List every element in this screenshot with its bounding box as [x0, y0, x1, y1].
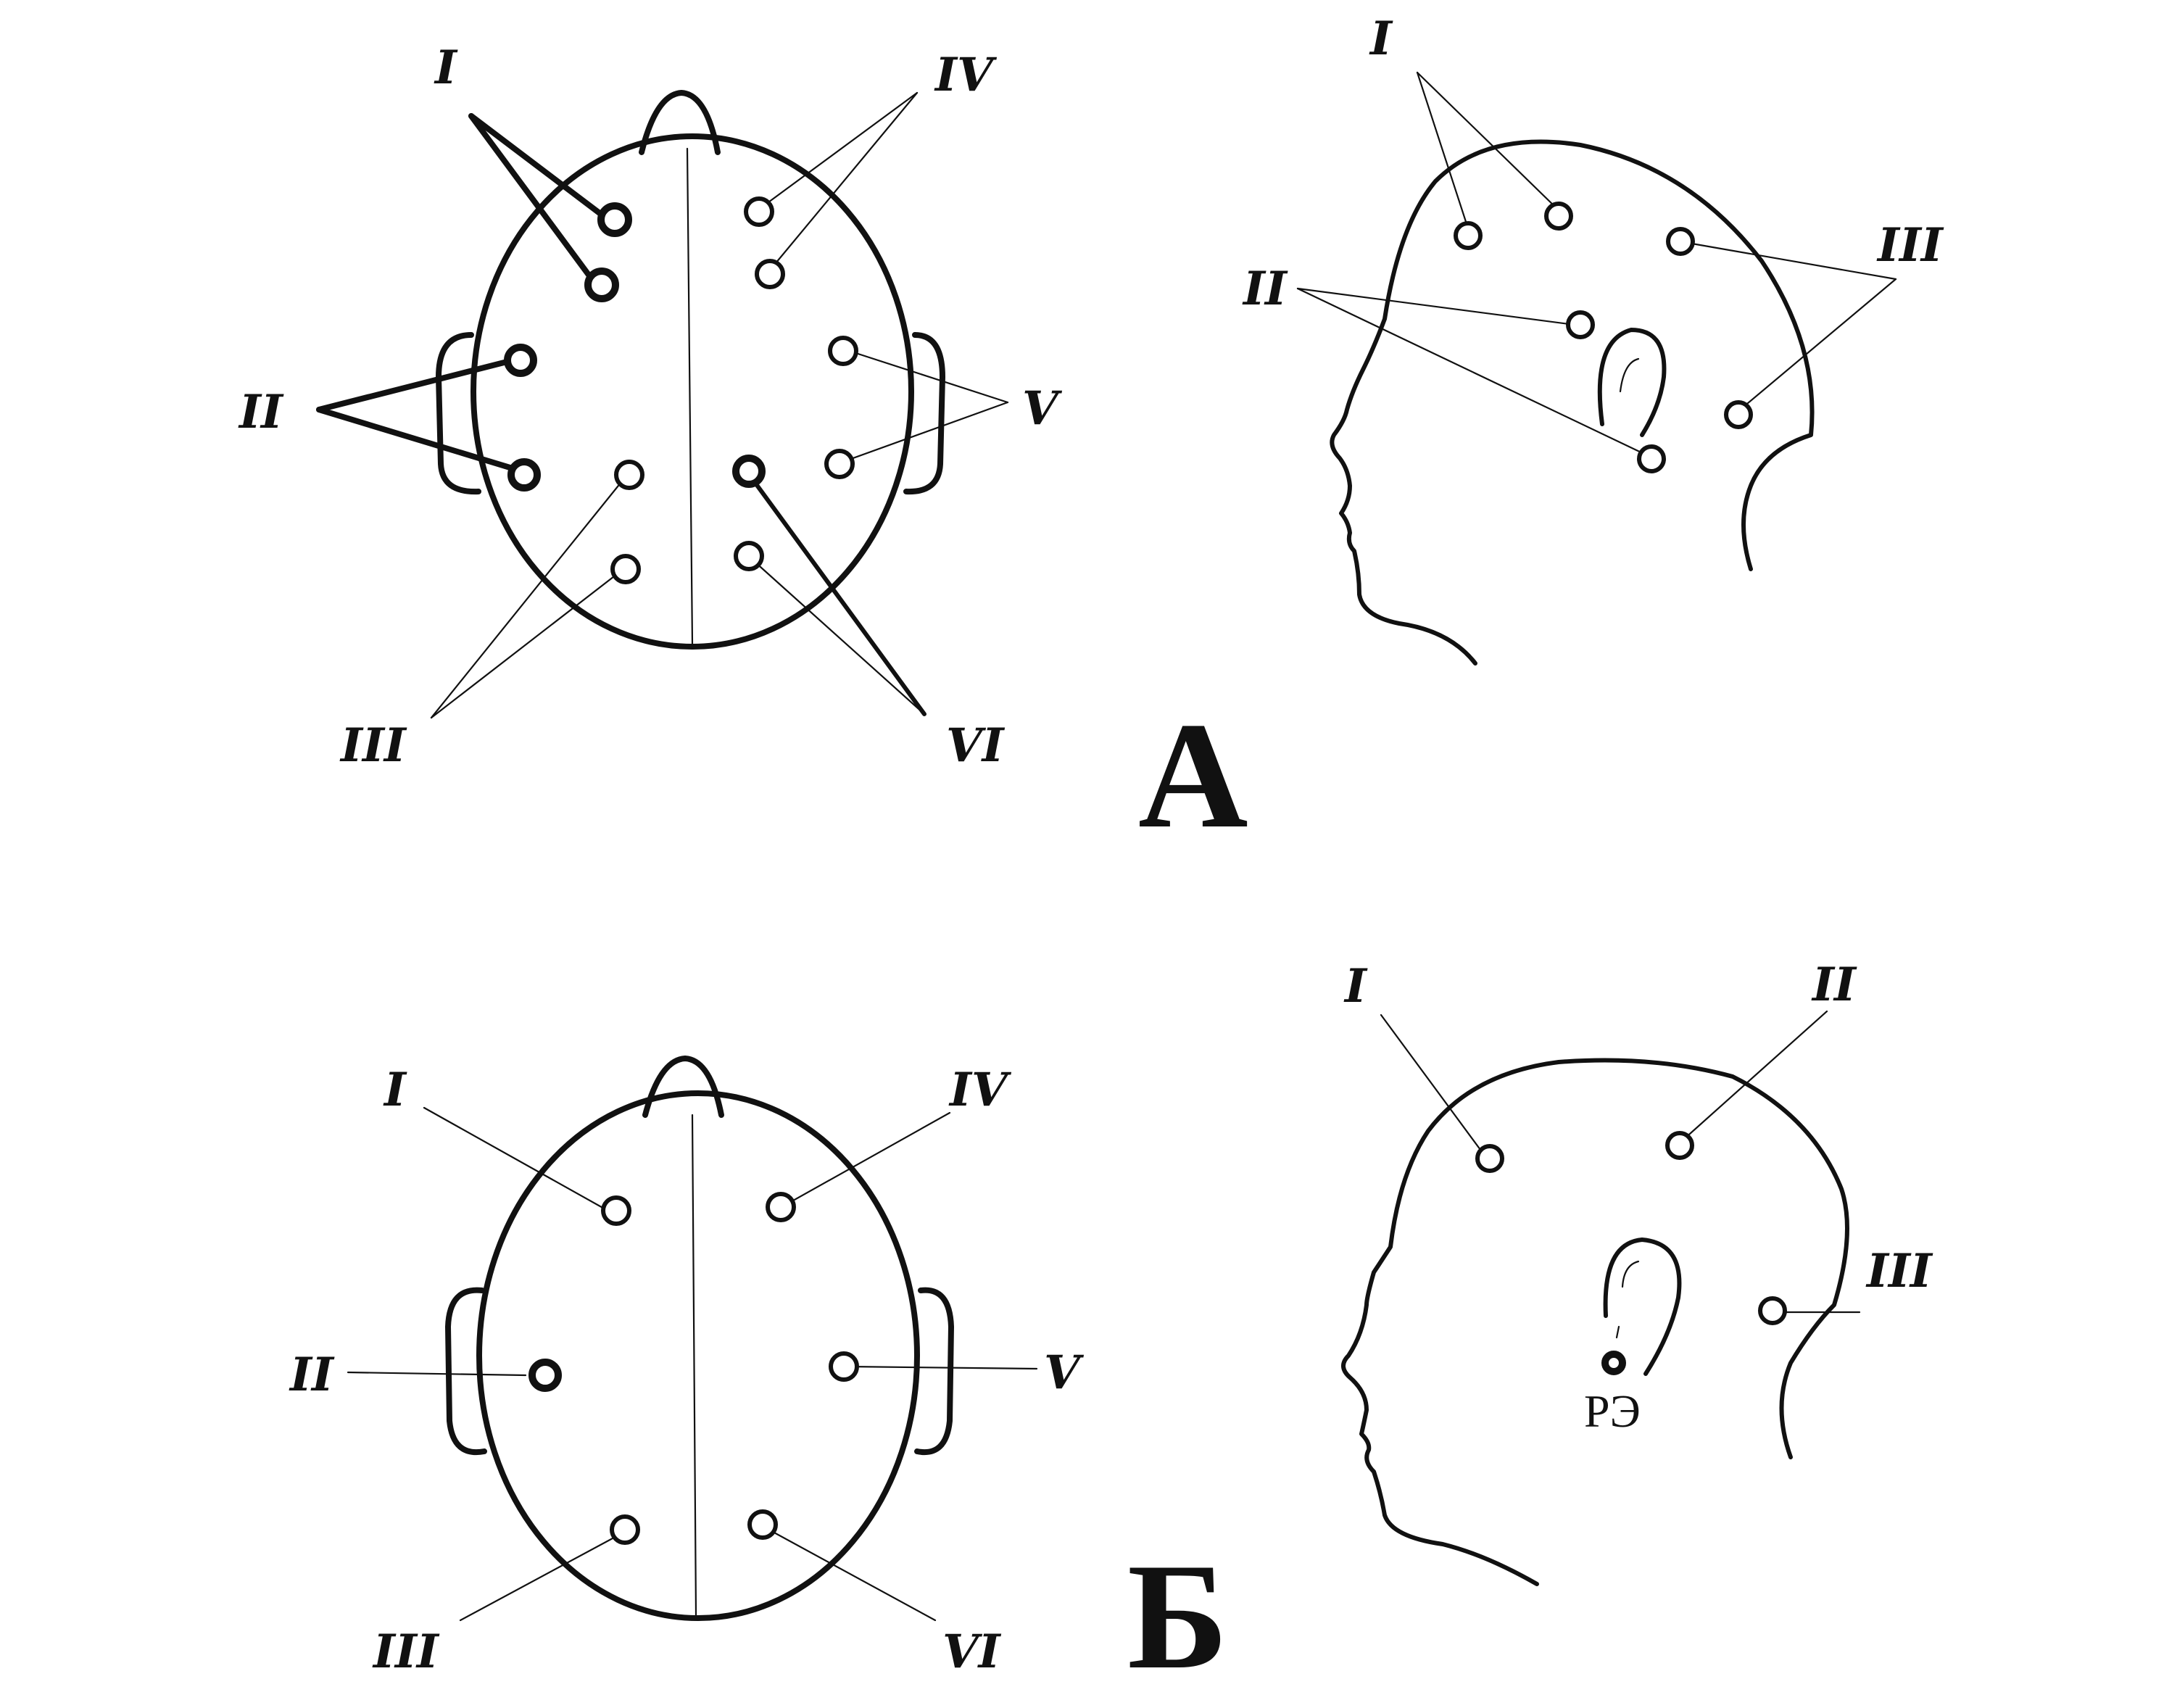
lead-label-ii: II: [1811, 958, 1857, 1012]
ear-tick: [1615, 1325, 1620, 1339]
lead-label-i: I: [1343, 959, 1368, 1013]
electrode: [1665, 1131, 1694, 1160]
lead-line: [843, 348, 1009, 404]
lead-label-ii: II: [1242, 262, 1288, 316]
lead-line: [1296, 287, 1649, 457]
electrode: [828, 336, 858, 366]
lead-line: [1296, 287, 1576, 326]
lead-label-i: I: [434, 41, 458, 95]
lead-line: [430, 568, 625, 719]
lead-label-vi: VI: [942, 1625, 1002, 1679]
electrode: [528, 1359, 562, 1392]
lead-label-iii: III: [1876, 218, 1944, 273]
lead-line: [745, 553, 926, 716]
electrode-bold: [732, 455, 766, 488]
head-profile-outline: [1330, 139, 1815, 666]
midline: [691, 1114, 697, 1617]
lead-line: [756, 91, 919, 212]
lead-label-vi: VI: [946, 718, 1006, 773]
reference-electrode-label: РЭ: [1584, 1385, 1641, 1437]
right-ear-outline: [914, 1287, 954, 1456]
lead-label-iv: IV: [948, 1063, 1012, 1117]
electrode: [824, 449, 855, 479]
lead-line: [430, 473, 629, 719]
electrode: [747, 1509, 778, 1540]
lead-line: [468, 113, 608, 220]
lead-label-iii: III: [1865, 1244, 1933, 1298]
electrode: [597, 202, 632, 237]
electrode: [610, 1514, 640, 1545]
electrode: [1544, 202, 1573, 231]
electrode: [1724, 400, 1753, 429]
midline: [686, 147, 694, 645]
electrode: [766, 1192, 796, 1222]
electrode: [1454, 221, 1483, 250]
head-outline: [470, 133, 914, 650]
lead-line: [316, 356, 521, 413]
electrode-bold: [507, 458, 541, 492]
panel-letter-a: А: [1138, 692, 1248, 860]
panel-a-side-view: I II III: [1242, 12, 1944, 666]
lead-line: [1380, 1013, 1484, 1154]
electrode: [614, 460, 644, 490]
lead-label-v: V: [1044, 1346, 1085, 1400]
electrode: [734, 541, 764, 571]
lead-line: [1416, 71, 1469, 230]
panel-letter-b: Б: [1127, 1533, 1228, 1701]
lead-label-iii: III: [339, 718, 407, 773]
electrode: [601, 1195, 631, 1226]
panel-b-top-view: I II III IV V VI: [289, 1056, 1085, 1679]
electrode: [1637, 444, 1666, 473]
electrode: [755, 259, 785, 289]
lead-label-iv: IV: [934, 48, 998, 102]
lead-label-iii: III: [372, 1625, 440, 1679]
lead-line: [745, 469, 926, 716]
lead-line: [1686, 241, 1897, 281]
lead-label-i: I: [1369, 12, 1393, 66]
electrode: [584, 268, 619, 302]
lead-line: [767, 91, 919, 273]
lead-line: [316, 407, 525, 474]
ear-inner: [1619, 357, 1640, 393]
lead-line: [763, 1526, 937, 1622]
lead-line: [1682, 1010, 1828, 1141]
left-ear-outline: [436, 332, 481, 495]
lead-label-ii: II: [238, 385, 284, 439]
electrode: [1566, 310, 1595, 339]
electrode-bold: [504, 344, 537, 377]
lead-line: [845, 1365, 1038, 1370]
right-ear-outline: [903, 332, 945, 495]
head-profile-outline: [1341, 1058, 1849, 1586]
lead-label-i: I: [383, 1063, 407, 1117]
lead-line: [347, 1371, 527, 1377]
electrode: [744, 196, 774, 227]
lead-label-ii: II: [289, 1348, 335, 1402]
lead-line: [423, 1106, 607, 1211]
electrode: [1666, 227, 1695, 256]
electrode: [829, 1351, 859, 1382]
electrode: [1475, 1144, 1504, 1173]
electrode: [610, 554, 641, 584]
head-outline: [476, 1090, 920, 1621]
panel-b-side-view: I II III РЭ: [1341, 958, 1933, 1586]
ear-outline: [1597, 328, 1667, 437]
nose-outline: [642, 1056, 724, 1118]
panel-a-top-view: I II III IV V VI: [238, 41, 1063, 773]
lead-line: [780, 1111, 951, 1209]
ear-outline: [1603, 1238, 1682, 1376]
reference-electrode: [1601, 1351, 1626, 1375]
lead-line: [468, 113, 597, 286]
lead-line: [1737, 278, 1897, 413]
lead-line: [840, 401, 1009, 464]
lead-label-v: V: [1022, 381, 1063, 436]
lead-line: [1416, 71, 1560, 212]
lead-line: [459, 1532, 623, 1622]
nose-outline: [639, 90, 721, 155]
ear-inner: [1621, 1260, 1640, 1288]
electrode: [1758, 1296, 1787, 1325]
